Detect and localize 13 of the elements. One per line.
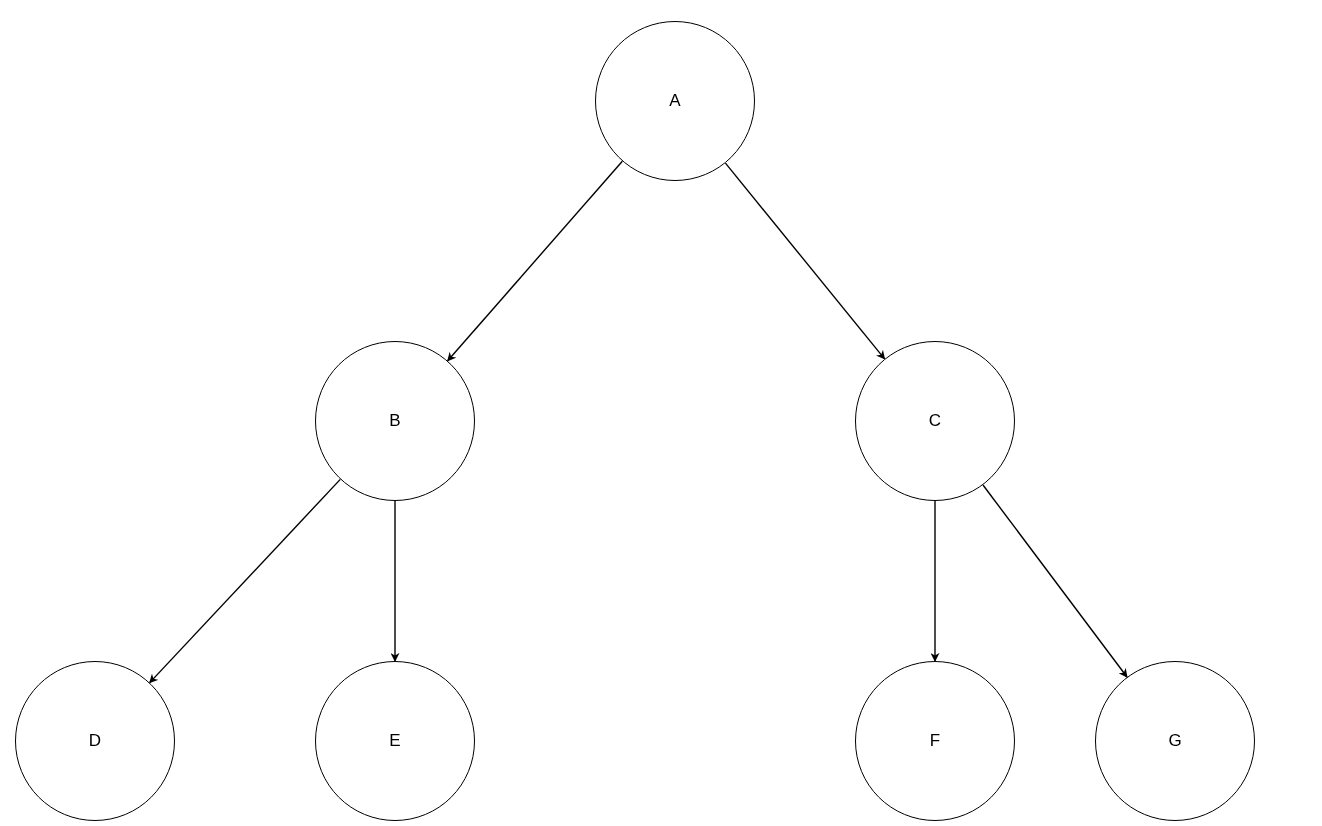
node-label: D [88,731,102,751]
arrow [930,500,940,662]
node-label: B [389,411,401,431]
node-label: G [1168,731,1182,751]
arrow [724,162,886,360]
arrow [390,500,400,662]
arrow [447,160,624,362]
arrow [982,484,1128,678]
node-label: E [389,731,401,751]
node-label: F [929,731,941,751]
node-label: C [928,411,942,431]
node-label: A [669,91,681,111]
arrow [149,478,341,684]
